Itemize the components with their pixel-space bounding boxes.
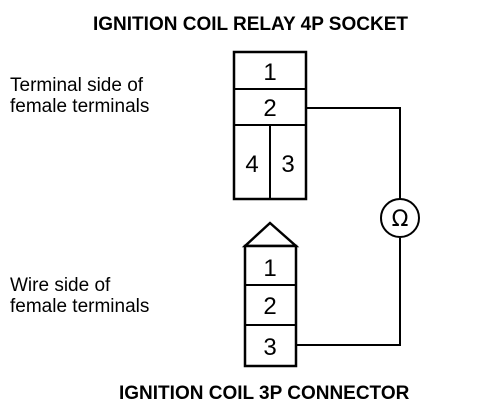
socket-pin-2: 2 bbox=[263, 95, 276, 122]
socket-title: IGNITION COIL RELAY 4P SOCKET bbox=[93, 14, 408, 35]
ohm-symbol-icon: Ω bbox=[392, 207, 409, 232]
ohmmeter-circle bbox=[380, 198, 420, 238]
connector-pin-1: 1 bbox=[263, 255, 276, 282]
socket-side-label-line1: Terminal side of bbox=[10, 75, 144, 96]
test-lead-to-connector-pin-3 bbox=[296, 238, 401, 346]
relay-4p-socket: 1 2 4 3 bbox=[232, 50, 308, 201]
connector-side-label-line1: Wire side of bbox=[10, 275, 111, 296]
socket-pin-3: 3 bbox=[281, 151, 294, 178]
connector-pin-2: 2 bbox=[263, 293, 276, 320]
connector-key-tab bbox=[241, 221, 300, 248]
socket-side-label-line2: female terminals bbox=[10, 96, 149, 117]
connector-pin-3: 3 bbox=[263, 334, 276, 361]
ignition-coil-3p-connector: 1 2 3 bbox=[241, 221, 300, 368]
socket-pin-1: 1 bbox=[263, 59, 276, 86]
connector-title: IGNITION COIL 3P CONNECTOR bbox=[119, 383, 410, 404]
ohmmeter: Ω bbox=[380, 198, 420, 238]
test-lead-to-socket-pin-2 bbox=[306, 107, 401, 199]
connector-outline bbox=[243, 244, 298, 368]
connector-side-label-line2: female terminals bbox=[10, 296, 149, 317]
socket-pin-4: 4 bbox=[245, 151, 258, 178]
